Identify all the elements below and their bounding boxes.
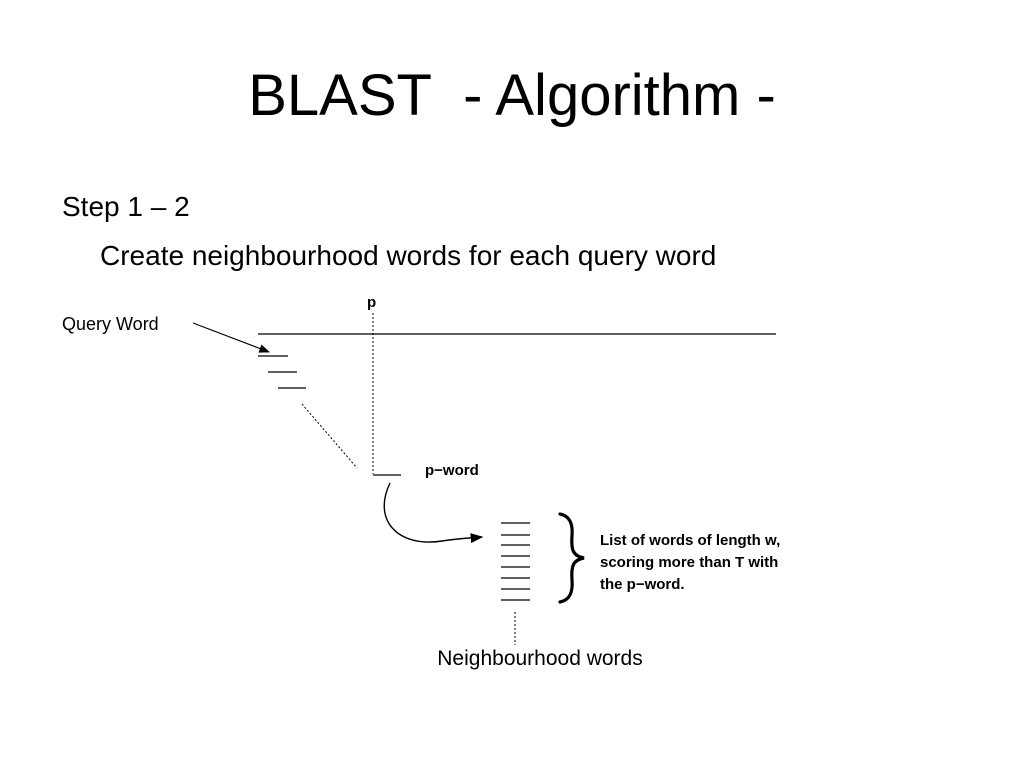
list-description-line-2: scoring more than T with [600,554,778,571]
position-p-label: p [367,294,376,311]
list-description-line-1: List of words of length w, [600,532,780,549]
query-word-label: Query Word [62,314,159,334]
slide-title: BLAST - Algorithm - [248,63,776,128]
query-word-arrow [192,322,271,353]
list-curly-brace [558,512,585,604]
neighbourhood-words-label: Neighbourhood words [437,647,642,670]
step-description: Create neighbourhood words for each quer… [100,240,717,271]
p-word-label: p−word [425,462,479,479]
step-heading: Step 1 – 2 [62,191,190,222]
p-word-to-list-arrow [383,482,484,544]
query-word-windows [258,355,306,389]
list-description-line-3: the p−word. [600,576,685,593]
query-word-continuation-dots [301,403,358,469]
neighbourhood-word-list [501,522,530,601]
list-description: List of words of length w, scoring more … [600,532,784,593]
